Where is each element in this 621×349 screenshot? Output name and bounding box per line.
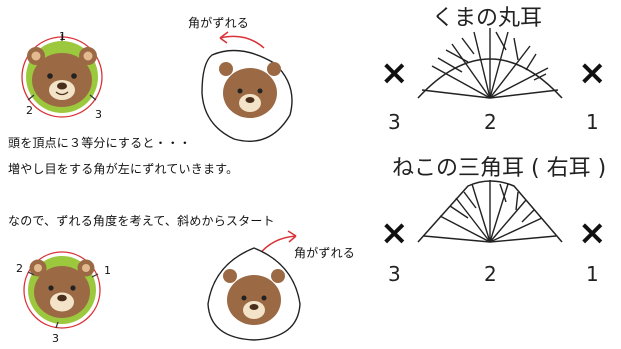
diagram2-number-2: 2 [484,262,497,286]
label-1-top: 1 [59,30,66,43]
cross-left-2: × [380,213,409,253]
diagram1-number-2: 2 [484,110,497,134]
label-2-bottom: 2 [16,262,23,275]
bear-face-icon [27,47,97,107]
bear-with-ring-bottom [23,251,101,329]
diagram1-number-1: 1 [586,110,599,134]
cross-left-1: × [380,53,409,93]
label-3-top: 3 [95,108,102,121]
bear-shape-top [201,49,293,142]
bear-ear-stitch-chart [417,28,563,99]
bear-with-ring-top [21,34,103,118]
cross-right-1: × [578,53,607,93]
label-2-top: 2 [26,104,33,117]
diagram2-number-3: 3 [388,262,401,286]
cross-right-2: × [578,213,607,253]
explain-line-2: 増やし目をする角が左にずれていきます。 [8,162,239,176]
shift-label-top: 角がずれる [188,16,250,30]
explain-line-3: なので、ずれる角度を考えて、斜めからスタート [8,214,275,228]
cat-ear-stitch-chart [417,180,563,243]
bear-shape-bottom [207,247,301,341]
shift-label-bottom: 角がずれる [294,246,356,260]
shift-arrow-top [219,31,265,49]
diagram2-number-1: 1 [586,262,599,286]
diagram1-number-3: 3 [388,110,401,134]
label-3-bottom: 3 [52,332,59,345]
diagram-title-bear-ear: くまの丸耳 [432,6,543,31]
label-1-bottom: 1 [104,264,111,277]
explain-line-1: 頭を頂点に３等分にすると・・・ [8,136,192,150]
diagram-title-cat-ear: ねこの三角耳 ( 右耳 ) [392,156,607,181]
